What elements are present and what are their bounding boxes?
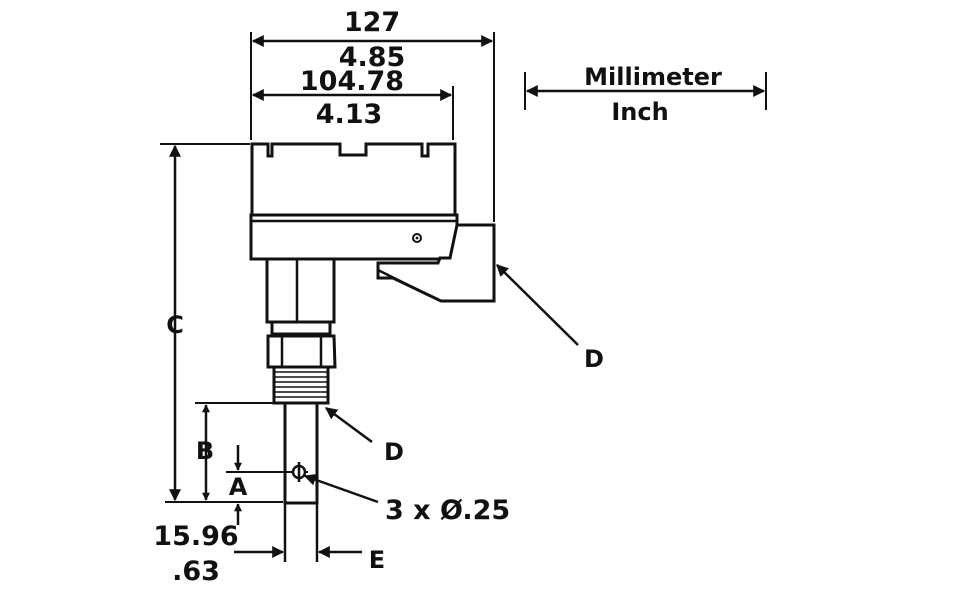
- hole-marker-icon: [291, 462, 307, 482]
- dim-15-96-mm: 15.96: [153, 521, 238, 552]
- dim-4-85-in: 4.85: [339, 42, 406, 73]
- leader-d-paddle: [325, 406, 373, 444]
- unit-inch: Inch: [611, 98, 668, 126]
- dim-127-mm: 127: [344, 7, 400, 38]
- switch-outline: [249, 142, 496, 562]
- callout-a: A: [229, 473, 248, 501]
- callout-e: E: [369, 546, 385, 574]
- unit-millimeter: Millimeter: [584, 63, 722, 91]
- leader-d-knob: [496, 264, 579, 346]
- callout-d-paddle: D: [384, 438, 404, 466]
- callout-b: B: [196, 437, 214, 465]
- dim-0-63-in: .63: [172, 556, 220, 587]
- leader-holes: [303, 473, 379, 504]
- dim-4-13-in: 4.13: [316, 99, 383, 130]
- callout-c: C: [166, 311, 184, 339]
- holes-spec: 3 x Ø.25: [385, 495, 510, 526]
- dim-104-78-mm: 104.78: [300, 66, 404, 97]
- dimension-lines: [169, 35, 766, 558]
- callout-d-knob: D: [584, 345, 604, 373]
- labels: 127 4.85 104.78 4.13 Millimeter Inch C B…: [153, 7, 722, 587]
- extension-lines: [160, 32, 767, 503]
